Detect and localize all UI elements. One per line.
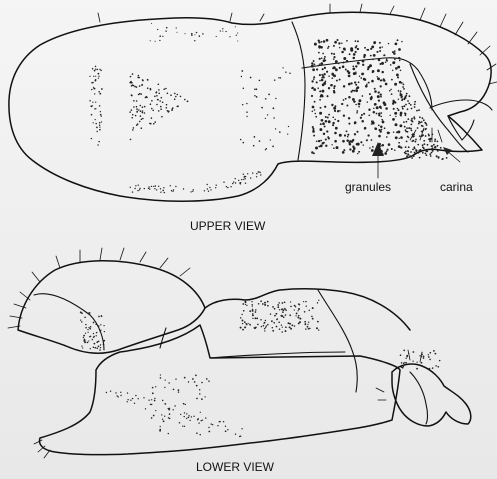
upper-granule-stipple [89,23,447,193]
upper-view-label: UPPER VIEW [190,220,265,232]
lower-carpus-outline [18,261,205,353]
lower-granule-stipple [80,300,441,438]
lower-palm-outline [40,325,400,455]
lower-view-label: LOWER VIEW [196,461,274,473]
upper-claw-outline [9,12,491,201]
lower-palm-top [205,289,410,330]
lower-joint-spine [160,328,166,348]
lower-palm-divider [318,290,357,392]
upper-finger-groove [410,64,468,152]
lower-view-claw [8,248,471,458]
lower-finger-inner [410,372,428,424]
lower-finger-outline [392,364,471,426]
carina-label: carina [440,181,473,193]
upper-setae [98,4,497,142]
upper-ridge-line [292,22,305,160]
granules-label: granules [345,181,391,193]
upper-view-claw [9,4,497,201]
upper-fixed-finger [430,100,492,110]
